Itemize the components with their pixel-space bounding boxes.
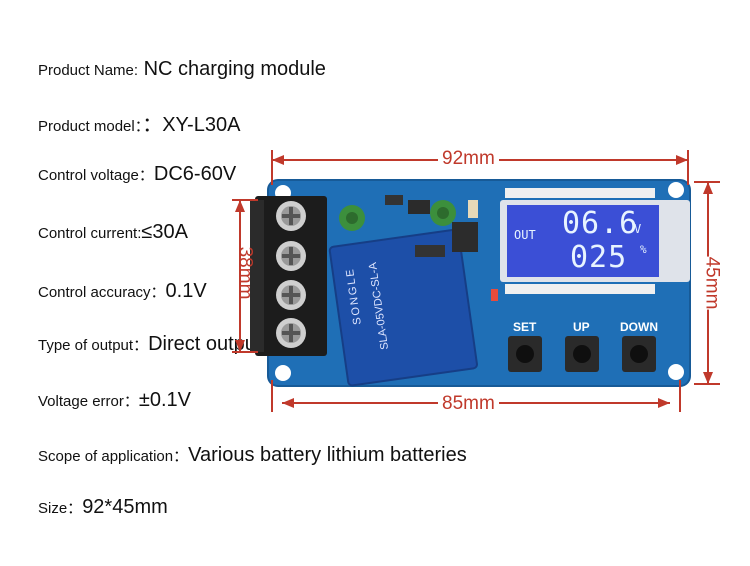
button-label-down: DOWN: [620, 320, 658, 334]
lcd-screen: [507, 205, 659, 277]
lcd-percent-value: 025: [570, 240, 628, 275]
spec-key: Control voltage：: [38, 167, 154, 184]
lcd-percent-unit: %: [640, 243, 647, 256]
up-button-icon: [565, 336, 599, 372]
transistor-icon: [385, 195, 403, 205]
mount-hole-icon: [668, 182, 684, 198]
spec-key: Product Name:: [38, 62, 139, 79]
spec-value: 92*45mm: [82, 496, 168, 518]
spec-row-application: Scope of application：Various battery lit…: [38, 444, 467, 467]
spec-row-control-accuracy: Control accuracy：0.1V: [38, 280, 207, 303]
dimension-bottom-label: 85mm: [438, 393, 499, 415]
dimension-left-label: 38mm: [234, 246, 256, 300]
spec-value: ≤30A: [141, 221, 188, 243]
terminal-screw-icon: [276, 280, 306, 310]
spec-key: Control accuracy：: [38, 284, 166, 301]
spec-value: DC6-60V: [153, 163, 237, 185]
spec-key: Size：: [38, 500, 83, 517]
spec-value: 0.1V: [165, 280, 207, 302]
terminal-block: [255, 196, 327, 356]
status-led-icon: [491, 289, 498, 301]
mount-hole-icon: [668, 364, 684, 380]
spec-row-size: Size：92*45mm: [38, 496, 168, 519]
button-label-up: UP: [573, 320, 590, 334]
spec-row-control-voltage: Control voltage：DC6-60V: [38, 163, 236, 186]
button-label-set: SET: [513, 320, 537, 334]
spec-key: Product model：: [38, 118, 143, 135]
pin-header: [505, 188, 655, 198]
lcd-mode-label: OUT: [514, 228, 536, 242]
spec-value: Various battery lithium batteries: [188, 444, 467, 466]
spec-value: ±0.1V: [138, 389, 192, 411]
spec-row-output-type: Type of output：Direct output: [38, 333, 261, 356]
spec-key: Type of output：: [38, 337, 149, 354]
spec-key: Scope of application：: [38, 448, 189, 465]
dimension-right-label: 45mm: [700, 256, 723, 310]
terminal-screw-icon: [276, 201, 306, 231]
spec-key: Control current:: [38, 225, 142, 242]
set-button-icon: [508, 336, 542, 372]
terminal-screw-icon: [276, 318, 306, 348]
spec-row-control-current: Control current:≤30A: [38, 221, 188, 244]
mount-hole-icon: [275, 365, 291, 381]
spec-value: Direct output: [148, 333, 262, 355]
spec-key: Voltage error：: [38, 393, 139, 410]
down-button-icon: [622, 336, 656, 372]
spec-value: NC charging module: [138, 58, 326, 80]
lcd-voltage-value: 06.6: [562, 206, 639, 241]
relay-icon: [328, 228, 478, 387]
dimension-top-label: 92mm: [438, 148, 499, 170]
spec-row-product-model: Product model：：XY-L30A: [38, 108, 240, 137]
spec-value: ：XY-L30A: [142, 114, 241, 136]
lcd-voltage-unit: V: [634, 222, 642, 236]
terminal-screw-icon: [276, 241, 306, 271]
spec-row-product-name: Product Name: NC charging module: [38, 58, 326, 81]
spec-row-voltage-error: Voltage error：±0.1V: [38, 389, 191, 412]
